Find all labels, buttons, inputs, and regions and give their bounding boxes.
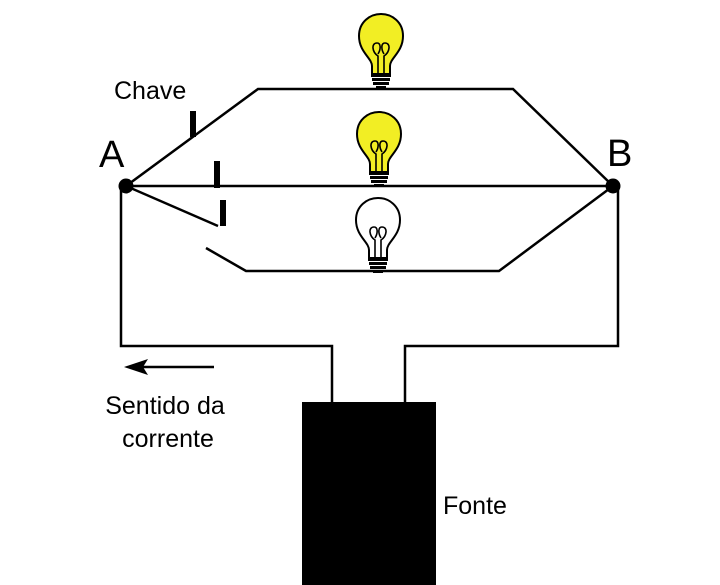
node-b-dot (605, 178, 621, 194)
current-label-line2: corrente (122, 425, 214, 453)
power-source (302, 402, 436, 585)
wire-right-return (403, 186, 620, 403)
lamp-bottom-icon (355, 197, 401, 274)
wire-bottom-switch-arm (125, 184, 219, 228)
lamp-middle-icon (356, 111, 402, 188)
switch-label: Chave (114, 77, 186, 105)
source-label: Fonte (443, 492, 507, 520)
switch-middle[interactable] (214, 161, 220, 188)
wire-bottom-branch (205, 184, 614, 273)
node-a-dot (118, 178, 134, 194)
wire-left-return (119, 186, 334, 403)
lamp-top-icon (358, 13, 404, 90)
current-direction-arrow-icon (124, 359, 214, 375)
switch-bottom[interactable] (220, 200, 226, 226)
node-b-label: B (607, 133, 632, 175)
current-label-line1: Sentido da (105, 392, 225, 420)
node-a-label: A (99, 134, 125, 176)
switch-top[interactable] (190, 111, 196, 137)
